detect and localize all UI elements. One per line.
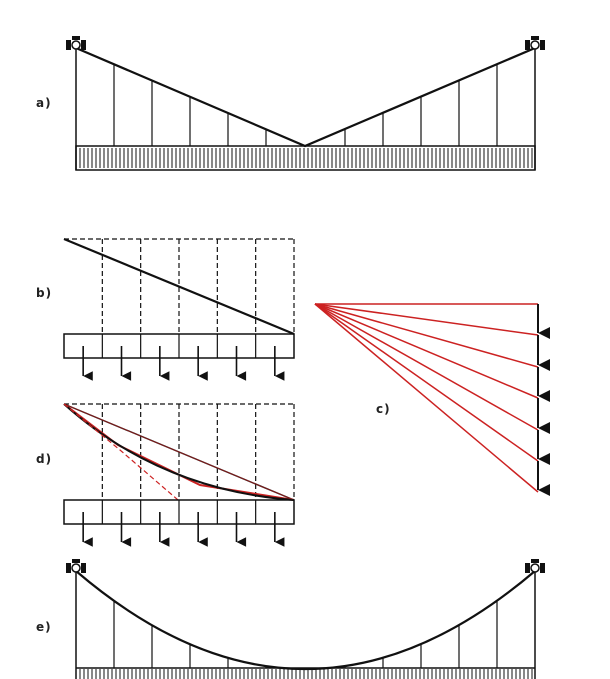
hangers-e (113, 600, 498, 669)
label-d: d) (36, 452, 53, 466)
panel-d (63, 403, 295, 547)
deck-segments-d (101, 500, 257, 524)
label-c: c) (376, 402, 391, 416)
hangers-a (113, 64, 498, 146)
force-ray (314, 303, 539, 493)
cable-a (75, 46, 536, 148)
support-right-icon (525, 36, 545, 50)
panel-b (63, 237, 295, 381)
chord-red-d (63, 403, 295, 501)
force-ray (314, 303, 539, 462)
cable-b (63, 237, 295, 336)
support-left-icon (66, 36, 86, 50)
support-right-e-icon (525, 559, 545, 573)
panel-e (66, 559, 545, 679)
load-arrows-d (82, 512, 285, 547)
force-ray (314, 303, 539, 336)
deck-segments-b (101, 334, 257, 358)
label-b: b) (36, 286, 53, 300)
cable-e (75, 570, 536, 671)
deck-hatching-a (79, 148, 533, 168)
force-ray (314, 303, 539, 368)
force-ray (314, 303, 539, 399)
load-arrows-b (82, 346, 285, 381)
label-e: e) (36, 620, 52, 634)
load-grid-b (64, 238, 295, 334)
force-polygon-c (314, 303, 550, 496)
label-a: a) (36, 96, 52, 110)
support-left-e-icon (66, 559, 86, 573)
deck-a (75, 145, 536, 171)
funicular-red-d (63, 403, 295, 501)
funicular-dashed-d (63, 403, 179, 501)
deck-hatching-e (79, 669, 533, 679)
panel-a (66, 36, 545, 171)
panel-c (314, 303, 550, 496)
force-ray (314, 303, 539, 431)
